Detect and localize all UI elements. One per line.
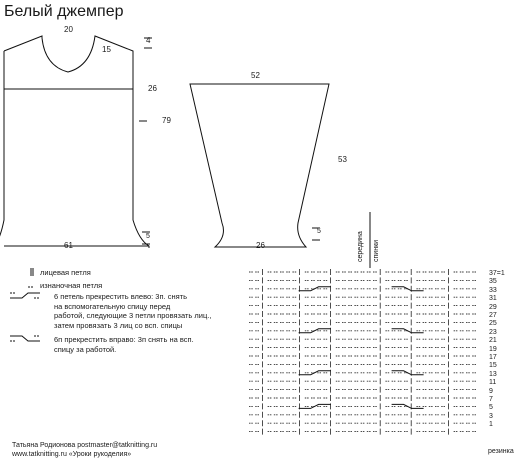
chart-row-number: 25 [489, 320, 497, 328]
footer-author: Татьяна Родионова postmaster@tatknitting… [12, 442, 158, 449]
cable-stitch [298, 328, 331, 334]
chart-row-number: 1 [489, 421, 493, 429]
chart-row-number: 3 [489, 412, 493, 420]
knit-symbol-icon [30, 268, 34, 276]
chart-row-number: 33 [489, 286, 497, 294]
legend-purl: изнаночная петля [40, 281, 103, 290]
chart-row-number: 37=1 [489, 270, 505, 277]
dimension-ticks [139, 37, 320, 245]
chart-row-number: 23 [489, 328, 497, 336]
chart-row-number: 9 [489, 387, 493, 395]
front-hem: 61 [64, 241, 73, 250]
chart-row-number: 17 [489, 354, 497, 361]
chart-row-number: 27 [489, 312, 497, 319]
front-length: 79 [162, 116, 171, 125]
cable-stitch [298, 403, 331, 409]
center-label-1: середина [357, 231, 364, 262]
front-neck-width: 20 [64, 25, 73, 34]
front-body-outline [0, 35, 150, 248]
legend-knit: лицевая петля [40, 268, 91, 277]
chart-row-number: 31 [489, 295, 497, 303]
sleeve-cuff-height: 5 [317, 228, 321, 235]
chart-row-number: 5 [489, 404, 493, 412]
legend-cable-left: 6 петель прекрестить влево: 3п. снять на… [54, 292, 212, 330]
chart-row-number: 19 [489, 345, 497, 353]
center-label-2: спинки [373, 240, 380, 262]
front-shoulder-slope: 4 [146, 36, 151, 45]
chart-row-number: 15 [489, 362, 497, 370]
center-back-marker: середина спинки [357, 212, 380, 268]
front-neck-depth: 15 [102, 45, 111, 54]
cable-stitch [298, 286, 331, 292]
sleeve-outline [189, 83, 330, 248]
cable-stitch [391, 328, 424, 334]
cable-left-symbol-icon [10, 292, 40, 299]
stitch-chart [249, 269, 477, 435]
rib-label: резинка [488, 448, 514, 455]
chart-row-number: 35 [489, 278, 497, 286]
cable-right-symbol-icon [10, 335, 40, 342]
front-cuff-height: 5 [146, 233, 150, 240]
cable-stitch [391, 370, 424, 376]
chart-row-number: 11 [489, 379, 497, 387]
sleeve-length: 53 [338, 155, 347, 164]
chart-row-number: 29 [489, 303, 497, 311]
legend-symbols [10, 268, 40, 342]
chart-row-number: 13 [489, 370, 497, 378]
footer-site: www.tatknitting.ru «Уроки рукоделия» [12, 451, 132, 458]
cable-stitch [391, 403, 424, 409]
chart-row-number: 21 [489, 337, 497, 345]
cable-stitch [298, 370, 331, 376]
sleeve-cuff-width: 26 [256, 241, 265, 250]
page-title: Белый джемпер [4, 3, 124, 20]
chart-row-number: 7 [489, 396, 493, 403]
front-armhole-depth: 26 [148, 84, 157, 93]
cable-stitch [391, 286, 424, 292]
legend-cable-right: 6п прекрестить вправо: 3п снять на всп. … [54, 335, 194, 354]
sleeve-top-width: 52 [251, 71, 260, 80]
